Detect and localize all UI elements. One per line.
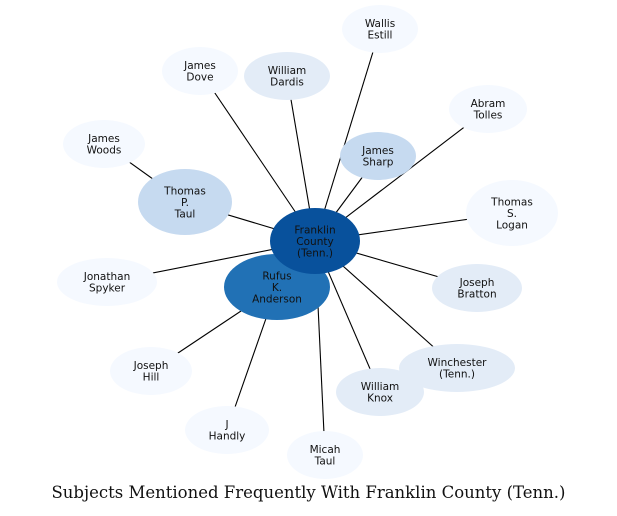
node-shape-william-knox [336, 368, 424, 416]
node-shape-joseph-bratton [432, 264, 522, 312]
node-shape-franklin-county [270, 208, 360, 274]
node-shape-james-woods [63, 120, 145, 168]
node-shape-thomas-s-logan [466, 180, 558, 246]
diagram-caption: Subjects Mentioned Frequently With Frank… [51, 483, 566, 502]
edge-franklin-county-wallis-estill [314, 28, 381, 242]
node-shape-william-dardis [244, 52, 330, 100]
node-shape-joseph-hill [110, 347, 192, 395]
node-label-winchester-tenn: Winchester(Tenn.) [428, 357, 488, 381]
node-shape-abram-tolles [449, 85, 527, 133]
node-shape-winchester-tenn [399, 344, 515, 392]
node-shape-james-sharp [340, 132, 416, 180]
node-shape-james-dove [162, 47, 238, 95]
node-shape-wallis-estill [342, 5, 418, 53]
node-shape-j-handly [185, 406, 269, 454]
node-shape-jonathan-spyker [57, 258, 157, 306]
node-shape-micah-taul [287, 431, 363, 479]
node-shape-thomas-p-taul [138, 169, 232, 235]
node-winchester-tenn[interactable]: Winchester(Tenn.) [399, 344, 515, 392]
